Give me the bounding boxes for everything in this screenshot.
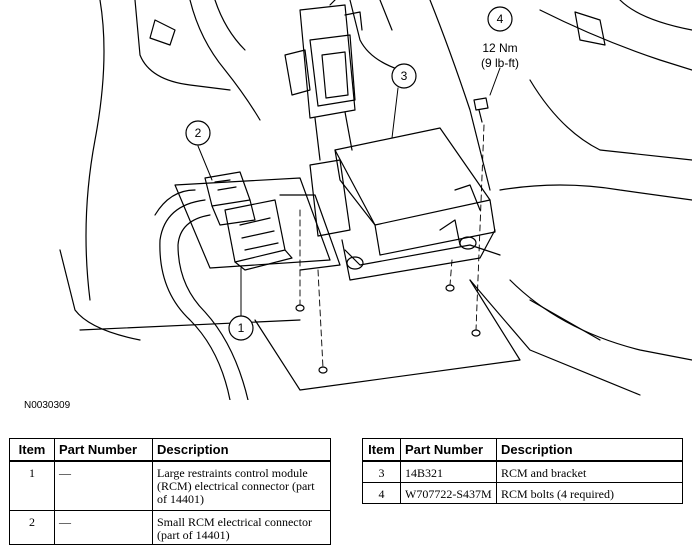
row-item: 3	[362, 460, 401, 483]
bolt	[473, 97, 489, 123]
torque-value-imperial: (9 lb-ft)	[481, 56, 519, 70]
large-connector	[224, 199, 293, 271]
wire-harness	[154, 189, 249, 400]
callout-3-label: 3	[401, 69, 408, 83]
mounting-plate	[174, 177, 341, 271]
callout-1-label: 1	[238, 321, 245, 335]
callout-1-circle	[228, 315, 254, 341]
bolt-alignment-lines	[299, 124, 485, 369]
vehicle-floor-lines	[59, 0, 692, 396]
small-connector	[204, 171, 256, 226]
rcm-illustration: 1 2 3 4 12 Nm (9 lb-ft)	[59, 0, 692, 400]
header-description: Description	[152, 438, 331, 462]
table-header-row: Item Part Number Description	[362, 438, 683, 462]
row-part-number: W707722-S437M	[400, 482, 497, 504]
row-part-number: 14B321	[400, 460, 497, 483]
parts-table-left: Item Part Number Description 1 — Large r…	[9, 438, 331, 545]
header-item: Item	[362, 438, 401, 462]
table-row: 3 14B321 RCM and bracket	[362, 460, 683, 483]
rcm-module	[309, 127, 501, 281]
header-part-number: Part Number	[400, 438, 497, 462]
callout-4-label: 4	[497, 12, 504, 26]
row-description: Small RCM electrical connector (part of …	[152, 510, 331, 545]
row-part-number: —	[54, 460, 153, 511]
row-item: 2	[9, 510, 55, 545]
callout-4-circle	[487, 6, 513, 32]
callout-3-circle	[391, 63, 417, 89]
mounting-holes	[295, 284, 481, 374]
upper-connector	[284, 0, 363, 161]
table-row: 4 W707722-S437M RCM bolts (4 required)	[362, 482, 683, 504]
table-row: 2 — Small RCM electrical connector (part…	[9, 510, 331, 545]
figure-id: N0030309	[24, 400, 71, 411]
row-description: Large restraints control module (RCM) el…	[152, 460, 331, 511]
table-row: 1 — Large restraints control module (RCM…	[9, 460, 331, 511]
leader-lines	[197, 67, 501, 317]
row-part-number: —	[54, 510, 153, 545]
row-description: RCM and bracket	[496, 460, 683, 483]
header-part-number: Part Number	[54, 438, 153, 462]
callout-2-label: 2	[195, 126, 202, 140]
row-description: RCM bolts (4 required)	[496, 482, 683, 504]
row-item: 1	[9, 460, 55, 511]
callout-2-circle	[185, 120, 211, 146]
header-description: Description	[496, 438, 683, 462]
parts-table-right: Item Part Number Description 3 14B321 RC…	[362, 438, 683, 504]
header-item: Item	[9, 438, 55, 462]
row-item: 4	[362, 482, 401, 504]
torque-value-metric: 12 Nm	[482, 41, 517, 55]
table-header-row: Item Part Number Description	[9, 438, 331, 462]
